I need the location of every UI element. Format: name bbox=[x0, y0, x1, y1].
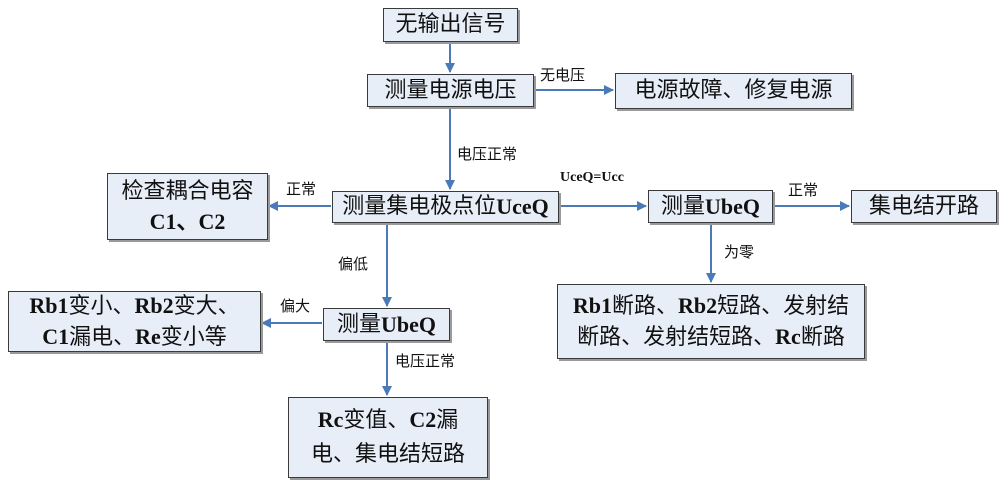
text-segment-bold: Rb2 bbox=[134, 292, 174, 318]
edge-label-is-zero: 为零 bbox=[724, 243, 755, 261]
text-segment: 漏电、 bbox=[69, 324, 136, 350]
text-segment-bold: Rb1 bbox=[29, 292, 69, 318]
text-segment-bold: C1 bbox=[42, 323, 70, 349]
node-measure-uceq-en: UceQ bbox=[496, 194, 549, 219]
node-check-coupling-line2: C1、C2 bbox=[149, 208, 226, 234]
node-collector-junction-open-text: 集电结开路 bbox=[868, 193, 979, 219]
node-measure-ubeq-right-en: UbeQ bbox=[705, 193, 760, 219]
edge-label-uceq-eq-ucc: UceQ=Ucc bbox=[560, 170, 624, 185]
text-segment: 变小、 bbox=[68, 293, 135, 319]
text-segment-bold: Rb2 bbox=[678, 292, 718, 318]
text-segment-bold: Rc bbox=[775, 323, 801, 349]
edge-label-voltage-normal-1: 电压正常 bbox=[457, 145, 518, 163]
node-measure-supply-voltage: 测量电源电压 bbox=[367, 74, 534, 107]
node-rc-change-line2: 电、集电结短路 bbox=[311, 438, 465, 472]
edge-label-low: 偏低 bbox=[338, 255, 369, 273]
text-segment-bold: Re bbox=[135, 323, 161, 349]
node-rb1-small-line1: Rb1变小、Rb2变大、 bbox=[29, 291, 239, 322]
text-segment: 电、集电结短路 bbox=[310, 442, 465, 467]
node-check-coupling-capacitor: 检查耦合电容 C1、C2 bbox=[107, 173, 268, 240]
node-measure-uceq-cn: 测量集电极点位 bbox=[342, 194, 497, 219]
node-rb1-open-line2: 断路、发射结短路、Rc断路 bbox=[577, 322, 845, 353]
node-rb1-open-line1: Rb1断路、Rb2短路、发射结 bbox=[573, 291, 849, 322]
node-measure-ubeq-low-en: UbeQ bbox=[381, 311, 436, 337]
text-segment: 断路、发射结短路、 bbox=[577, 324, 776, 350]
text-segment-bold: C2 bbox=[409, 407, 437, 432]
node-rc-change-line1: Rc变值、C2漏 bbox=[318, 403, 459, 438]
edge-label-high: 偏大 bbox=[280, 297, 311, 315]
node-rc-change-causes: Rc变值、C2漏 电、集电结短路 bbox=[288, 397, 488, 478]
text-segment: 短路、发射结 bbox=[717, 293, 850, 319]
text-segment: 变大、 bbox=[173, 293, 240, 319]
node-supply-fault: 电源故障、修复电源 bbox=[615, 73, 852, 109]
text-segment: 变小等 bbox=[160, 324, 227, 350]
text-segment-bold: Rb1 bbox=[572, 292, 612, 318]
node-measure-supply-voltage-text: 测量电源电压 bbox=[384, 77, 517, 103]
text-segment-bold: Rc bbox=[317, 407, 344, 432]
node-collector-junction-open: 集电结开路 bbox=[851, 190, 997, 223]
node-no-output-signal-text: 无输出信号 bbox=[395, 12, 506, 37]
node-check-coupling-line1: 检查耦合电容 bbox=[121, 178, 254, 204]
node-measure-ubeq-right-cn: 测量 bbox=[660, 193, 705, 219]
node-measure-ubeq-low-cn: 测量 bbox=[336, 311, 381, 337]
text-segment: 漏 bbox=[436, 408, 459, 433]
text-segment: 变值、 bbox=[343, 408, 410, 433]
node-rb1-small-causes: Rb1变小、Rb2变大、 C1漏电、Re变小等 bbox=[8, 291, 261, 352]
node-rb1-open-causes: Rb1断路、Rb2短路、发射结 断路、发射结短路、Rc断路 bbox=[557, 284, 865, 359]
edge-label-voltage-normal-2: 电压正常 bbox=[395, 352, 456, 370]
edge-label-no-voltage: 无电压 bbox=[540, 66, 586, 84]
text-segment: 断路、 bbox=[611, 293, 678, 319]
node-no-output-signal: 无输出信号 bbox=[383, 8, 518, 42]
node-rb1-small-line2: C1漏电、Re变小等 bbox=[42, 322, 227, 353]
node-supply-fault-text: 电源故障、修复电源 bbox=[634, 78, 833, 103]
edge-label-normal-right: 正常 bbox=[788, 181, 819, 199]
edge-label-normal-left: 正常 bbox=[286, 180, 317, 198]
text-segment: 断路 bbox=[800, 324, 845, 350]
